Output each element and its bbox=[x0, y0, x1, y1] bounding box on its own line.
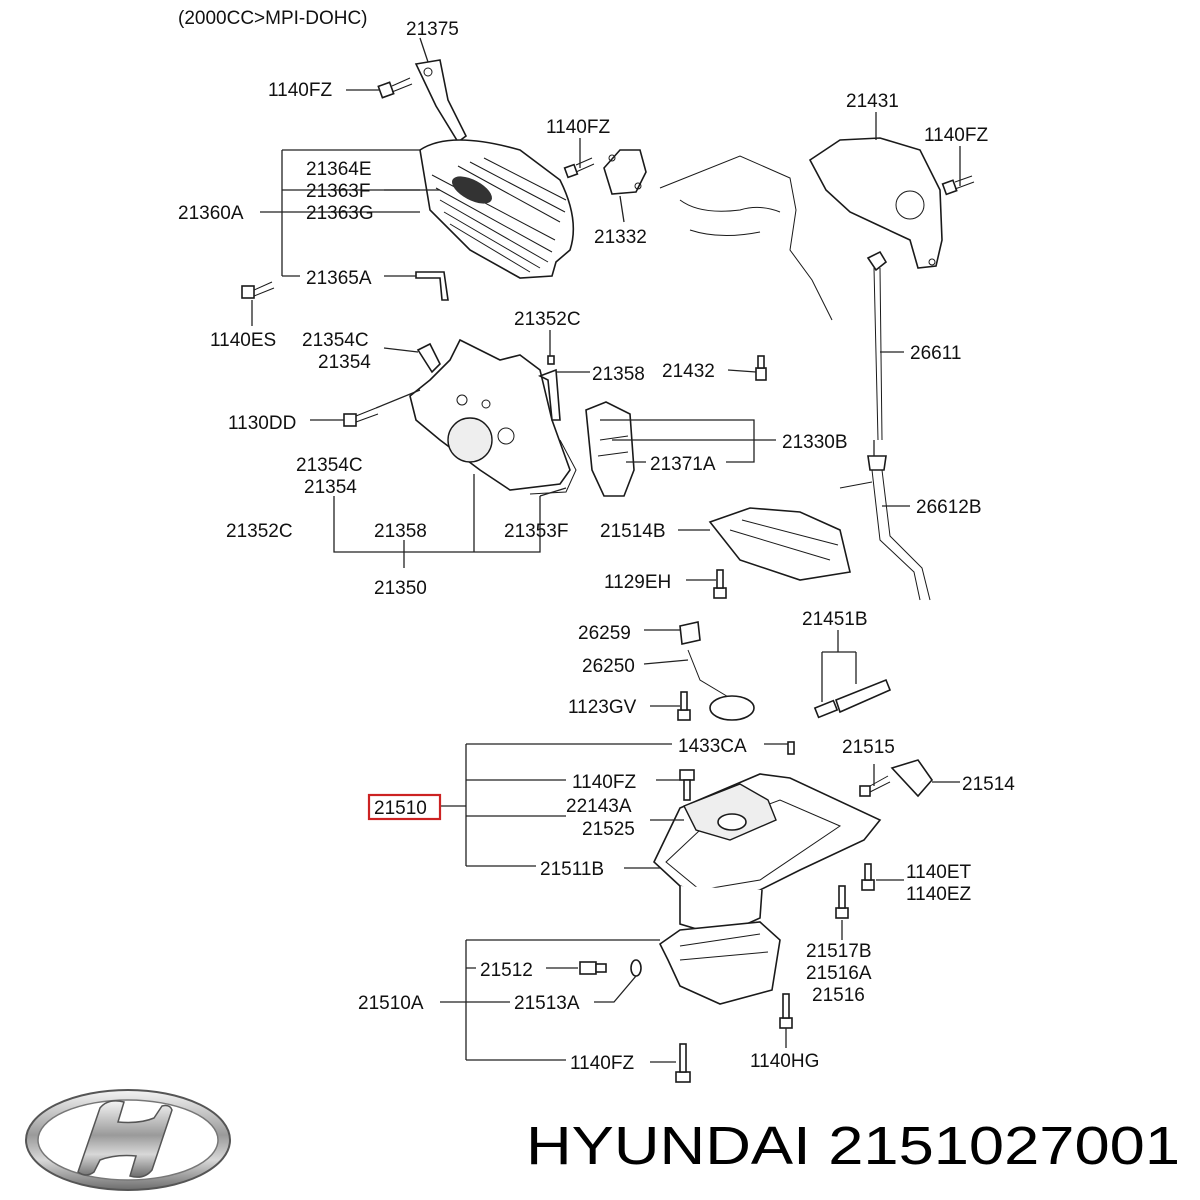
bolt-1130dd-drawing bbox=[343, 407, 379, 427]
label-21364e: 21364E bbox=[306, 159, 372, 180]
label-21330b: 21330B bbox=[782, 432, 848, 453]
label-21352c-b: 21352C bbox=[226, 521, 293, 542]
gasket-21365a-drawing bbox=[415, 271, 449, 301]
bracket-21514-drawing bbox=[890, 759, 934, 798]
label-1123gv: 1123GV bbox=[568, 697, 637, 718]
label-21511b: 21511B bbox=[540, 859, 604, 880]
engine-block-outline-drawing bbox=[659, 155, 833, 321]
label-21513a: 21513A bbox=[514, 993, 580, 1014]
label-21332: 21332 bbox=[594, 227, 647, 248]
label-21354c-b: 21354C bbox=[296, 455, 363, 476]
engine-spec-label: (2000CC>MPI-DOHC) bbox=[178, 8, 368, 29]
label-26611: 26611 bbox=[910, 343, 961, 364]
label-21358-b: 21358 bbox=[374, 521, 427, 542]
label-21516: 21516 bbox=[812, 985, 865, 1006]
bolt-21517b-drawing bbox=[835, 885, 849, 919]
label-21371a: 21371A bbox=[650, 454, 716, 475]
label-21354-a: 21354 bbox=[318, 352, 371, 373]
label-21352c-a: 21352C bbox=[514, 309, 581, 330]
pin-1433ca-drawing bbox=[787, 741, 795, 755]
oil-pan-lower-drawing bbox=[658, 921, 781, 1005]
drain-plug-21512-drawing bbox=[579, 961, 607, 975]
bolt-1123gv-drawing bbox=[677, 691, 691, 721]
bolt-21515-drawing bbox=[859, 775, 891, 797]
label-21353f: 21353F bbox=[504, 521, 568, 542]
bolt-1140es-drawing bbox=[241, 281, 275, 299]
label-21517b: 21517B bbox=[806, 941, 872, 962]
bolt-1140et-drawing bbox=[861, 863, 875, 891]
label-21358-a: 21358 bbox=[592, 364, 645, 385]
label-1140ez: 1140EZ bbox=[906, 884, 972, 905]
leader-lines bbox=[251, 37, 961, 1063]
back-plate-21431-drawing bbox=[808, 137, 943, 269]
dipstick-tube-26612b-drawing bbox=[839, 455, 931, 601]
label-26259: 26259 bbox=[578, 623, 631, 644]
label-1433ca: 1433CA bbox=[678, 736, 747, 757]
label-1140fz-c: 1140FZ bbox=[924, 125, 988, 146]
label-1140fz-d: 1140FZ bbox=[572, 772, 636, 793]
label-21363g: 21363G bbox=[306, 203, 374, 224]
label-21354-b: 21354 bbox=[304, 477, 357, 498]
label-21363f: 21363F bbox=[306, 181, 370, 202]
label-21431: 21431 bbox=[846, 91, 899, 112]
bracket-21354c-drawing bbox=[416, 342, 441, 374]
bracket-21375-drawing bbox=[414, 59, 468, 144]
label-21510: 21510 bbox=[374, 798, 427, 819]
label-1129eh: 1129EH bbox=[604, 572, 671, 593]
label-1140es: 1140ES bbox=[210, 330, 276, 351]
bolt-1140fz-bottom-drawing bbox=[675, 1043, 691, 1083]
label-21514b: 21514B bbox=[600, 521, 666, 542]
label-21354c-a: 21354C bbox=[302, 330, 369, 351]
highlight-box-21510 bbox=[367, 793, 442, 821]
bolt-1140fz-2-drawing bbox=[563, 157, 595, 179]
cover-21332-drawing bbox=[603, 149, 647, 195]
label-21516a: 21516A bbox=[806, 963, 872, 984]
label-21515: 21515 bbox=[842, 737, 895, 758]
bolt-21432-drawing bbox=[755, 355, 767, 381]
bolt-1129eh-drawing bbox=[713, 569, 727, 599]
bracket-21330b-drawing bbox=[585, 401, 635, 497]
bolt-1140fz-right-drawing bbox=[941, 175, 975, 196]
hyundai-logo bbox=[25, 1089, 231, 1191]
bolt-1140hg-drawing bbox=[779, 993, 793, 1029]
label-26250: 26250 bbox=[582, 656, 635, 677]
part-labels: (2000CC>MPI-DOHC) 21375 1140FZ 21431 114… bbox=[178, 8, 1015, 1074]
label-21365a: 21365A bbox=[306, 268, 372, 289]
label-22143a: 22143A bbox=[566, 796, 632, 817]
bolt-1140fz-top-drawing bbox=[377, 77, 413, 99]
label-1140fz-b: 1140FZ bbox=[546, 117, 610, 138]
sealant-tube-21451b-drawing bbox=[813, 678, 892, 719]
label-21350: 21350 bbox=[374, 578, 427, 599]
label-21512: 21512 bbox=[480, 960, 533, 981]
label-21510a: 21510A bbox=[358, 993, 424, 1014]
label-21375: 21375 bbox=[406, 19, 459, 40]
label-1130dd: 1130DD bbox=[228, 413, 296, 434]
label-21514: 21514 bbox=[962, 774, 1015, 795]
timing-cover-lower-drawing bbox=[409, 338, 571, 491]
timing-cover-upper-drawing bbox=[419, 139, 575, 279]
label-1140hg: 1140HG bbox=[750, 1051, 819, 1072]
label-21451b: 21451B bbox=[802, 609, 868, 630]
oil-pickup-26250-drawing bbox=[679, 621, 755, 721]
gasket-21358-drawing bbox=[538, 355, 561, 421]
label-1140et: 1140ET bbox=[906, 862, 972, 883]
bolt-1140fz-pan-drawing bbox=[679, 769, 695, 801]
gasket-22143a-drawing bbox=[683, 783, 777, 841]
label-1140fz-a: 1140FZ bbox=[268, 80, 332, 101]
label-21360a: 21360A bbox=[178, 203, 244, 224]
label-21525: 21525 bbox=[582, 819, 635, 840]
dipstick-26611-drawing bbox=[866, 250, 888, 441]
part-number-title: HYUNDAI 2151027001 bbox=[526, 1116, 1180, 1176]
label-1140fz-e: 1140FZ bbox=[570, 1053, 634, 1074]
label-21432: 21432 bbox=[662, 361, 715, 382]
baffle-21514b-drawing bbox=[708, 507, 851, 581]
label-26612b: 26612B bbox=[916, 497, 982, 518]
drain-gasket-21513a-drawing bbox=[630, 959, 642, 977]
